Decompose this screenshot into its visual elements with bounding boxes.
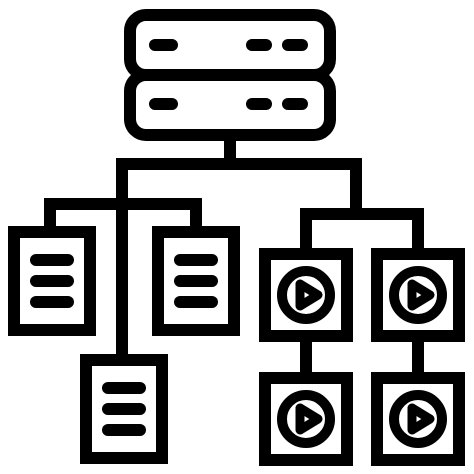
document-icon-left <box>14 232 90 330</box>
video-icon-bottom-left <box>265 378 347 460</box>
server-icon <box>124 9 336 141</box>
video-icon-top-left <box>265 254 347 336</box>
video-icon-top-right <box>377 254 459 336</box>
document-icon-bottom <box>86 360 162 458</box>
hierarchy-connectors <box>44 135 424 381</box>
document-icon-right <box>158 232 234 330</box>
video-icon-bottom-right <box>377 378 459 460</box>
